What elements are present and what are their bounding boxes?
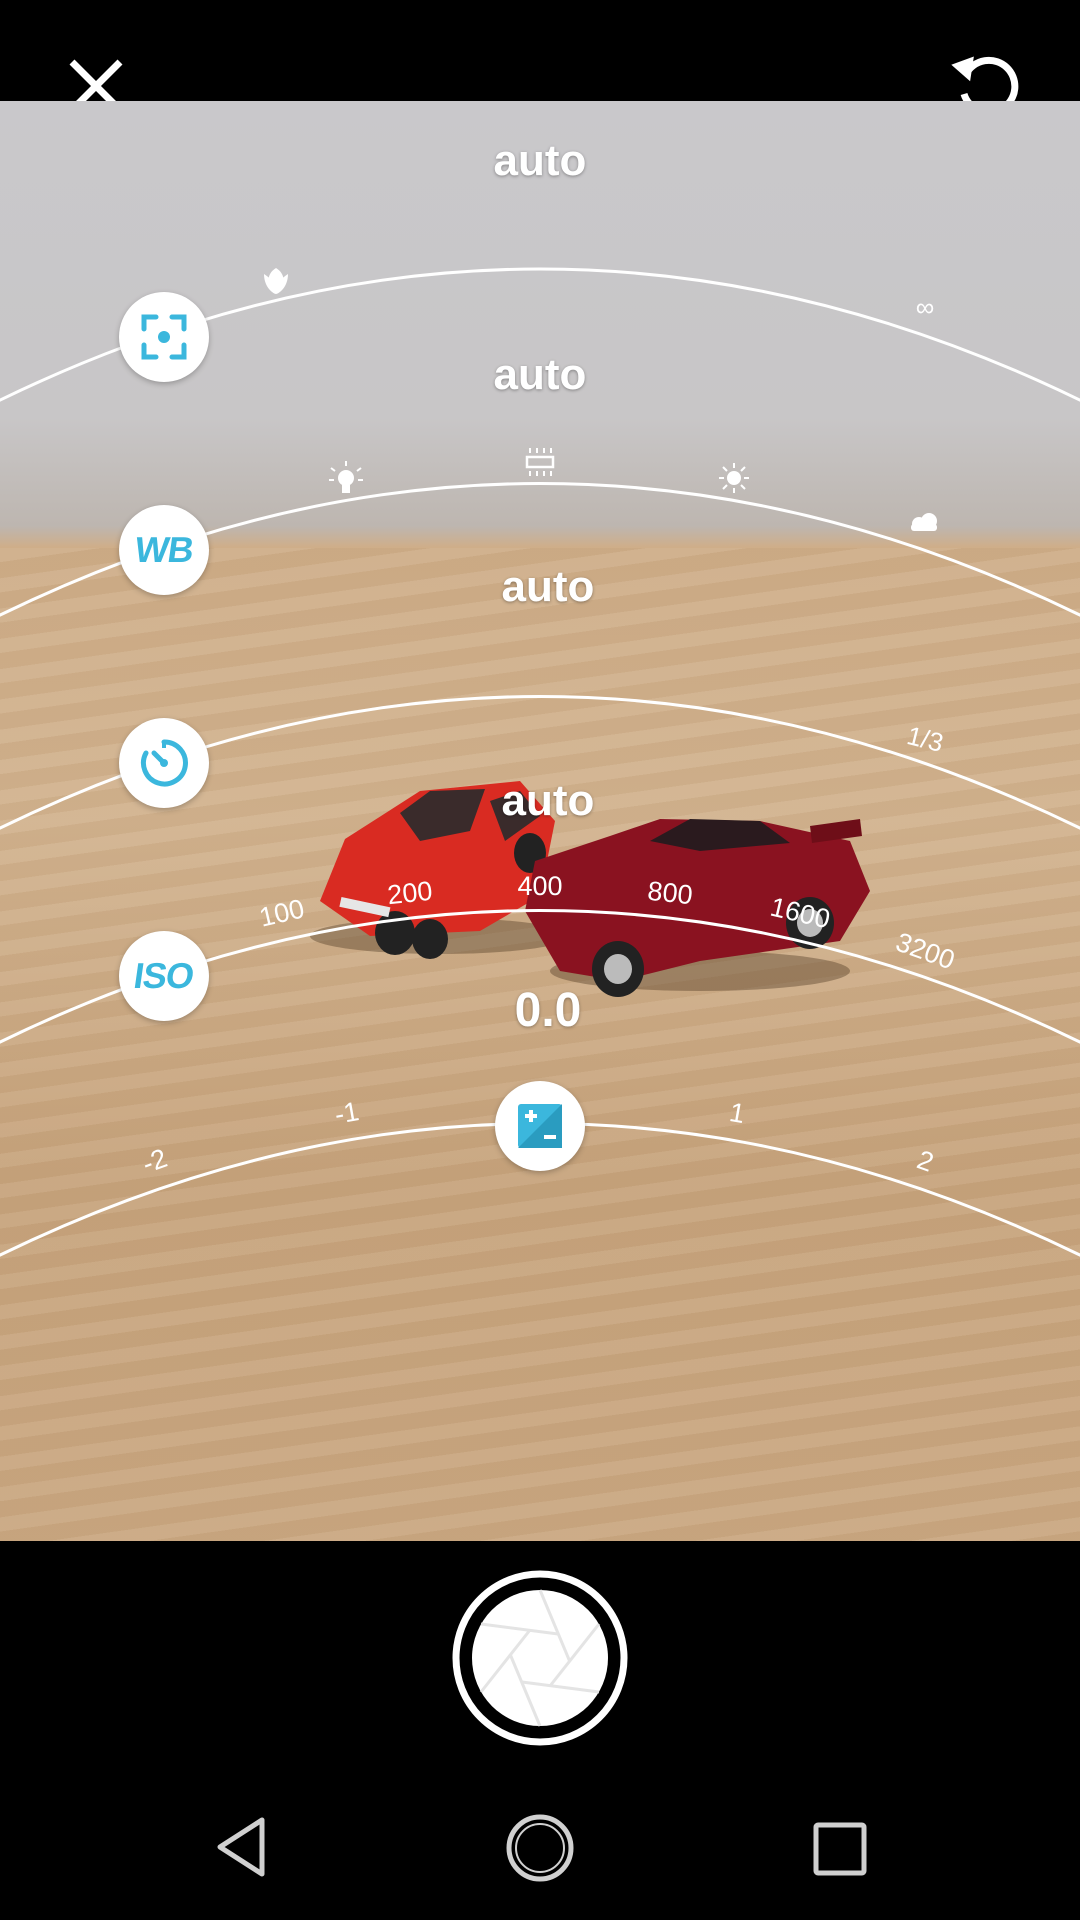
iso-button[interactable]: ISO bbox=[119, 931, 209, 1021]
shutter-button[interactable] bbox=[452, 1570, 628, 1746]
shutter-scale-label: 1/3 bbox=[904, 720, 946, 758]
iso-button-label: ISO bbox=[131, 955, 197, 996]
white-balance-value: auto bbox=[493, 350, 587, 399]
focus-icon bbox=[141, 314, 187, 360]
fluorescent-icon bbox=[525, 448, 555, 476]
exposure-scale-label: -1 bbox=[332, 1096, 361, 1130]
iso-scale-label: 800 bbox=[646, 876, 694, 911]
exposure-button[interactable] bbox=[495, 1081, 585, 1171]
iso-scale-label: 400 bbox=[517, 871, 562, 901]
daylight-icon bbox=[719, 463, 749, 493]
infinity-icon: ∞ bbox=[916, 292, 935, 322]
exposure-scale-label: -2 bbox=[138, 1143, 171, 1179]
iso-scale-label: 100 bbox=[256, 893, 307, 932]
focus-button[interactable] bbox=[119, 292, 209, 382]
back-triangle-icon bbox=[217, 1817, 265, 1877]
nav-recents-button[interactable] bbox=[811, 1820, 869, 1878]
white-balance-button[interactable]: WB bbox=[119, 505, 209, 595]
exposure-icon bbox=[518, 1104, 562, 1148]
exposure-value: 0.0 bbox=[514, 984, 582, 1037]
camera-viewfinder[interactable] bbox=[0, 101, 1080, 1541]
timer-icon bbox=[140, 739, 188, 787]
shutter-speed-value: auto bbox=[501, 562, 595, 611]
incandescent-icon bbox=[329, 461, 363, 493]
iso-scale-label: 200 bbox=[386, 876, 434, 911]
maroon-toy-car bbox=[525, 819, 870, 997]
iso-value: auto bbox=[501, 776, 595, 825]
scene-cars bbox=[310, 781, 870, 997]
exposure-scale-label: 2 bbox=[913, 1144, 937, 1177]
nav-back-button[interactable] bbox=[212, 1814, 272, 1880]
nav-home-button[interactable] bbox=[505, 1813, 575, 1883]
shutter-speed-button[interactable] bbox=[119, 718, 209, 808]
aperture-icon bbox=[452, 1570, 628, 1746]
iso-scale-label: 1600 bbox=[768, 892, 833, 935]
home-circle-icon bbox=[506, 1814, 574, 1882]
cloudy-icon bbox=[911, 513, 937, 531]
exposure-scale-label: 1 bbox=[727, 1097, 747, 1129]
macro-icon bbox=[264, 268, 288, 294]
table-surface bbox=[0, 548, 1080, 1541]
top-bar bbox=[0, 0, 1080, 116]
focus-value: auto bbox=[493, 136, 587, 185]
white-balance-button-label: WB bbox=[132, 529, 196, 570]
recents-square-icon bbox=[813, 1822, 867, 1876]
